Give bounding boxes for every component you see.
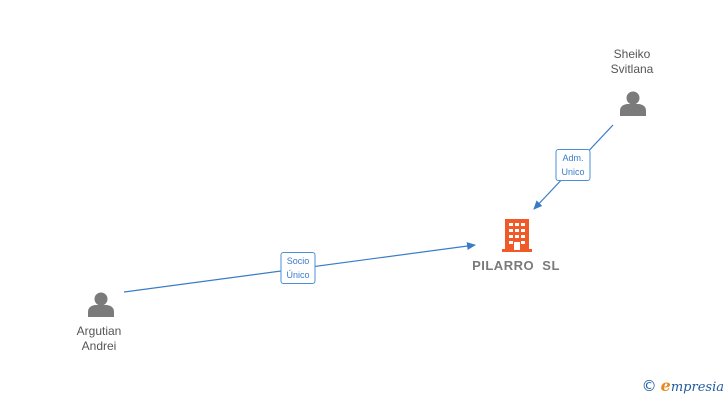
brand-name: mpresia (670, 380, 724, 395)
edge-label-adm: Adm. Unico (555, 149, 591, 181)
person-first-line: Argutian (76, 324, 122, 338)
brand-watermark: © empresia (642, 376, 724, 395)
copyright-icon: © (641, 376, 657, 395)
edge-label-line: Unico (561, 167, 585, 177)
person-icon[interactable] (620, 91, 646, 117)
edge-label-line: Socio (286, 256, 310, 266)
person-icon[interactable] (88, 292, 114, 318)
building-icon[interactable] (502, 219, 532, 252)
edge-label-socio: Socio Único (280, 252, 316, 284)
brand-initial: e (660, 376, 671, 395)
person-label-argutian[interactable]: Argutian Andrei (77, 324, 122, 354)
person-second-line: Svitlana (610, 62, 654, 76)
edge-label-line: Adm. (562, 153, 584, 163)
person-label-sheiko[interactable]: Sheiko Svitlana (611, 47, 654, 77)
edge-label-line: Único (286, 270, 310, 280)
brand-logo: empresia (661, 376, 724, 395)
person-second-line: Andrei (81, 339, 117, 353)
company-name[interactable]: PILARRO SL (472, 258, 560, 273)
person-first-line: Sheiko (613, 47, 651, 61)
